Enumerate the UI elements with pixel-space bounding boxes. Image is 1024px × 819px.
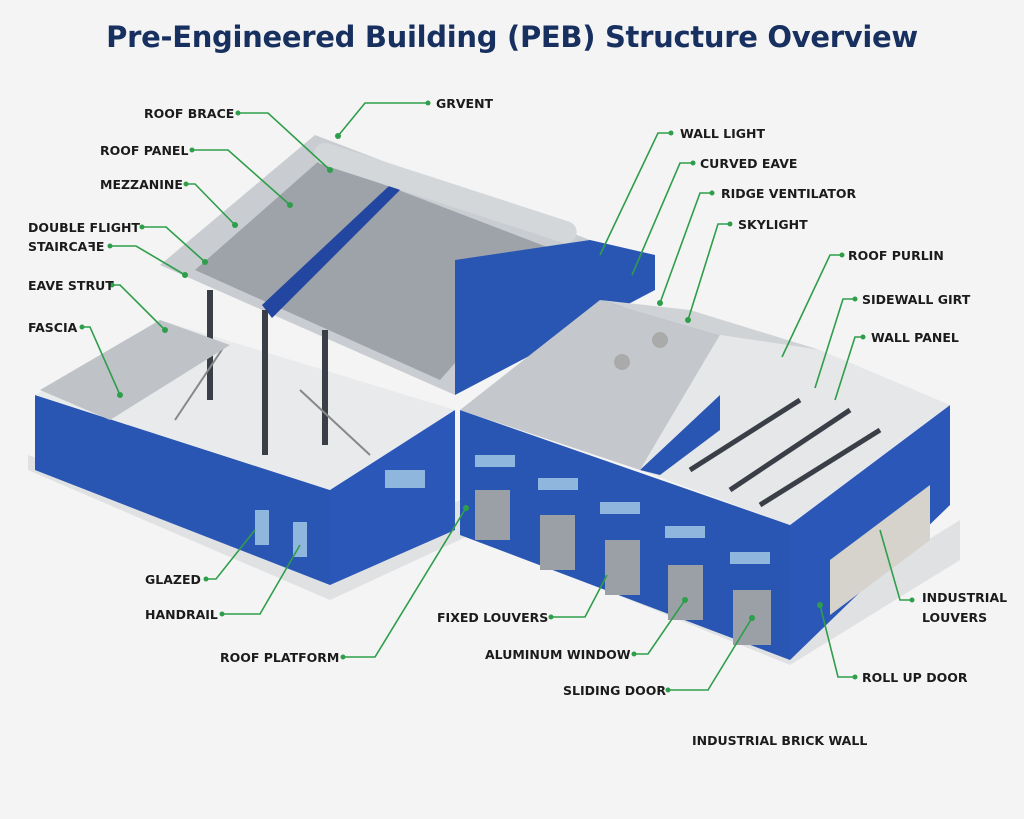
side-wall-panel [330, 410, 455, 585]
label-sliding-door: SLIDING DOOR [563, 683, 666, 698]
gable-wall [455, 240, 655, 395]
label-double-flight: DOUBLE FLIGHT [28, 220, 140, 235]
label-wall-panel: WALL PANEL [871, 330, 959, 345]
label-industrial-louvers-line2: LOUVERS [922, 610, 988, 625]
label-roof-purlin: ROOF PURLIN [848, 248, 944, 263]
roof-purlins [688, 397, 882, 508]
label-sidewall-girt: SIDEWALL GIRT [862, 292, 971, 307]
label-glazed: GLAZED [145, 572, 201, 587]
label-eave-strut: EAVE STRUT [28, 278, 114, 293]
aluminum-windows [475, 455, 770, 564]
open-bay [640, 335, 950, 525]
ridge-ventilator [652, 332, 668, 348]
staircase [174, 344, 371, 456]
label-curved-eave: CURVED EAVE [700, 156, 798, 171]
label-staircase: STAIRCAꟻE [28, 239, 105, 254]
label-aluminum-window: ALUMINUM WINDOW [485, 647, 631, 662]
sliding-doors [475, 490, 771, 645]
label-skylight: SKYLIGHT [738, 217, 808, 232]
label-wall-light: WALL LIGHT [680, 126, 766, 141]
label-roof-brace: ROOF BRACE [144, 106, 235, 121]
label-industrial-brick-wall: INDUSTRIAL BRICK WALL [692, 733, 868, 748]
glazed-windows [255, 470, 425, 557]
industrial-brick-wall [830, 485, 930, 615]
left-block [35, 135, 655, 585]
label-grvent: GRVENT [436, 96, 494, 111]
label-ridge-ventilator: RIDGE VENTILATOR [721, 186, 857, 201]
label-roof-panel: ROOF PANEL [100, 143, 189, 158]
mezzanine-deck [40, 320, 230, 420]
ridge-ventilator [614, 354, 630, 370]
diagram-title: Pre-Engineered Building (PEB) Structure … [106, 20, 918, 54]
label-handrail: HANDRAIL [145, 607, 218, 622]
blue-rafter [262, 185, 400, 318]
label-roll-up-door: ROLL UP DOOR [862, 670, 968, 685]
leader-lines [82, 102, 912, 691]
label-mezzanine: MEZZANINE [100, 177, 183, 192]
leader-dots [79, 100, 915, 693]
label-fascia: FASCIA [28, 320, 78, 335]
label-roof-platform: ROOF PLATFORM [220, 650, 340, 665]
label-fixed-louvers: FIXED LOUVERS [437, 610, 549, 625]
front-wall [460, 410, 790, 660]
grvent-duct [314, 142, 577, 244]
label-industrial-louvers-line1: INDUSTRIAL [922, 590, 1008, 605]
right-block [460, 300, 950, 660]
